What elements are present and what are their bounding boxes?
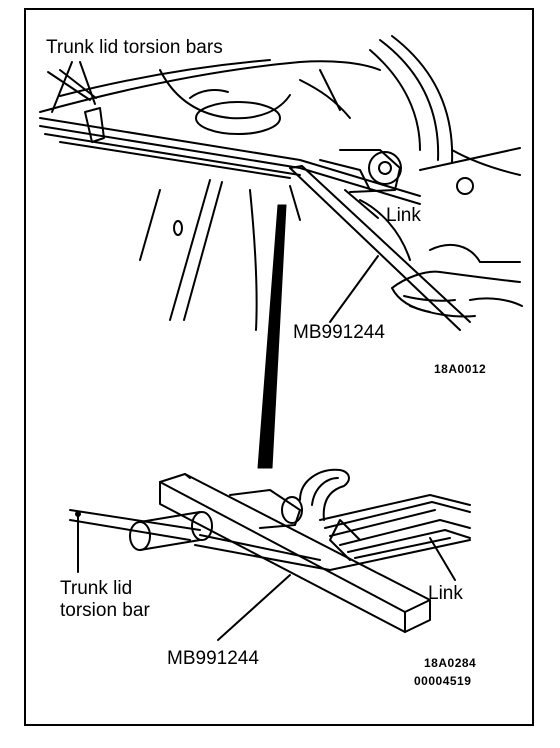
detail-pointer-arrow [257, 204, 287, 469]
label-tool-bottom: MB991244 [167, 648, 259, 669]
label-trunk-lid-torsion-bars: Trunk lid torsion bars [46, 37, 223, 58]
label-link-top: Link [386, 205, 421, 226]
tool-detail-drawing [69, 468, 471, 641]
figure-number: 00004519 [414, 674, 472, 688]
figure-code-top: 18A0012 [434, 362, 487, 376]
figure-code-bottom: 18A0284 [424, 656, 477, 670]
trunk-underside-drawing [39, 35, 523, 331]
diagram-frame [24, 8, 534, 726]
label-link-bottom: Link [428, 583, 463, 604]
label-trunk-lid-torsion-bar-line2: torsion bar [60, 600, 150, 621]
label-trunk-lid-torsion-bar-line1: Trunk lid [60, 578, 133, 599]
label-tool-top: MB991244 [293, 322, 385, 343]
